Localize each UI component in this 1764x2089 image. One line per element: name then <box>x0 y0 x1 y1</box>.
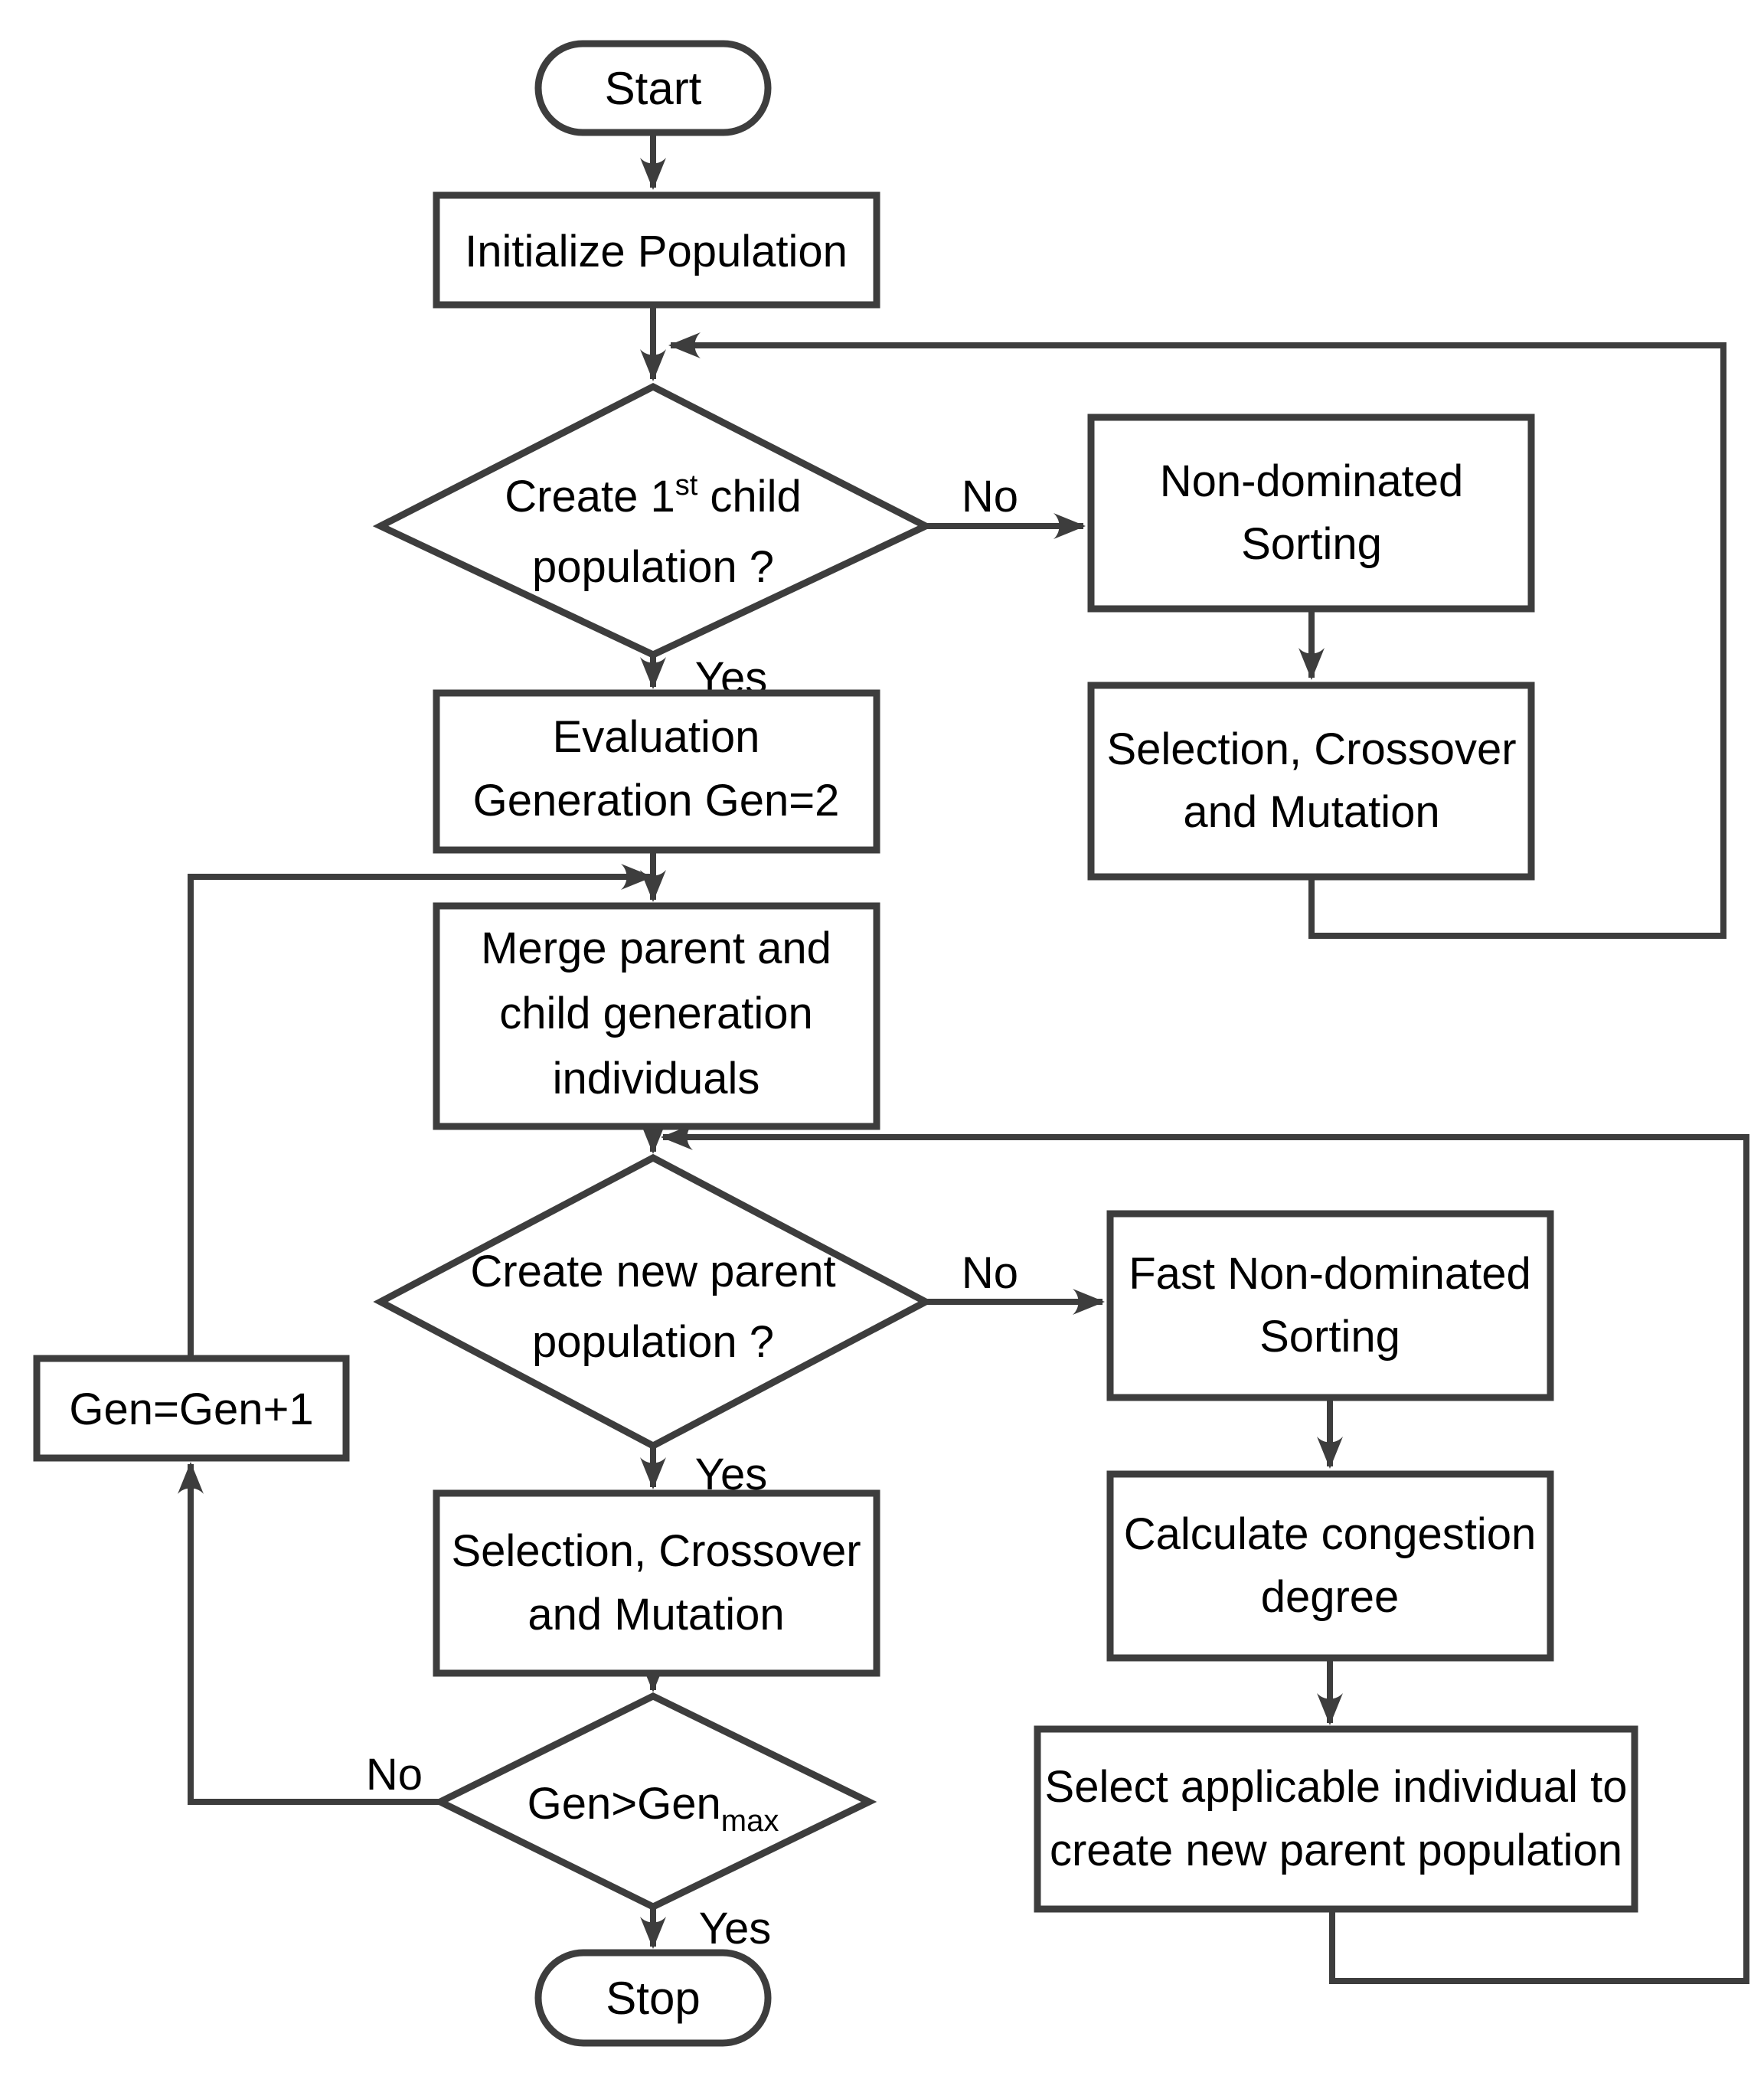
d2-no-label: No <box>962 1248 1018 1298</box>
gen-max-decision <box>432 1692 877 1911</box>
d3-yes-label: Yes <box>699 1904 772 1953</box>
edge-scm-right-loop-back <box>668 332 1726 939</box>
merge-line2: child generation <box>499 989 813 1038</box>
evaluation-line1: Evaluation <box>553 712 760 762</box>
stop-node <box>534 1949 772 2047</box>
create-first-child-line1-pre: Create 1 <box>505 472 675 521</box>
scm-right-line1: Selection, Crossover <box>1106 724 1516 774</box>
start-node <box>534 40 772 136</box>
create-first-child-superscript: st <box>675 469 698 502</box>
select-applicable-individual-box <box>1034 1725 1638 1913</box>
gen-increment-label: Gen=Gen+1 <box>69 1384 313 1434</box>
initialize-population-label: Initialize Population <box>465 227 848 276</box>
select-line1: Select applicable individual to <box>1045 1762 1628 1812</box>
fast-non-dominated-sorting-box <box>1106 1210 1554 1401</box>
gen-increment-box <box>33 1355 350 1462</box>
select-line2: create new parent population <box>1050 1826 1622 1875</box>
edge-select-loop-back <box>661 1124 1749 1984</box>
non-dominated-sorting-line1: Non-dominated <box>1160 456 1464 506</box>
merge-line3: individuals <box>553 1054 760 1103</box>
create-new-parent-decision <box>373 1153 933 1450</box>
calc-line1: Calculate congestion <box>1124 1509 1536 1559</box>
gen-max-subscript: max <box>721 1804 779 1838</box>
edge-d3-no-to-gen-inc <box>178 1462 440 1805</box>
gen-max-label: Gen>Genmax <box>528 1779 779 1838</box>
gen-max-label-pre: Gen>Gen <box>528 1779 721 1829</box>
d3-no-label: No <box>366 1750 423 1800</box>
create-new-parent-line1: Create new parent <box>470 1247 835 1296</box>
d1-no-label: No <box>962 472 1018 521</box>
evaluation-line2: Generation Gen=2 <box>473 776 840 825</box>
scm-left-line1: Selection, Crossover <box>451 1526 861 1576</box>
non-dominated-sorting-box <box>1087 414 1535 613</box>
stop-label: Stop <box>606 1973 700 2024</box>
create-first-child-line1: Create 1st child <box>505 469 801 521</box>
selection-crossover-mutation-left-box <box>433 1489 880 1677</box>
calculate-congestion-box <box>1106 1470 1554 1662</box>
merge-parent-child-box <box>433 902 880 1130</box>
create-first-child-line2: population ? <box>532 542 774 592</box>
evaluation-generation-box <box>433 689 880 854</box>
scm-right-line2: and Mutation <box>1183 787 1439 837</box>
calc-line2: degree <box>1261 1572 1400 1622</box>
fnds-line1: Fast Non-dominated <box>1129 1249 1530 1299</box>
selection-crossover-mutation-right-box <box>1087 682 1535 881</box>
start-label: Start <box>605 63 702 114</box>
edge-gen-inc-loop-to-merge <box>188 864 653 1358</box>
create-new-parent-line2: population ? <box>532 1317 774 1367</box>
scm-left-line2: and Mutation <box>528 1590 784 1639</box>
non-dominated-sorting-line2: Sorting <box>1241 519 1382 569</box>
create-first-child-line1-post: child <box>697 472 801 521</box>
fnds-line2: Sorting <box>1259 1312 1400 1362</box>
initialize-population-box <box>433 191 880 309</box>
merge-line1: Merge parent and <box>481 924 831 973</box>
create-first-child-decision <box>372 382 934 659</box>
